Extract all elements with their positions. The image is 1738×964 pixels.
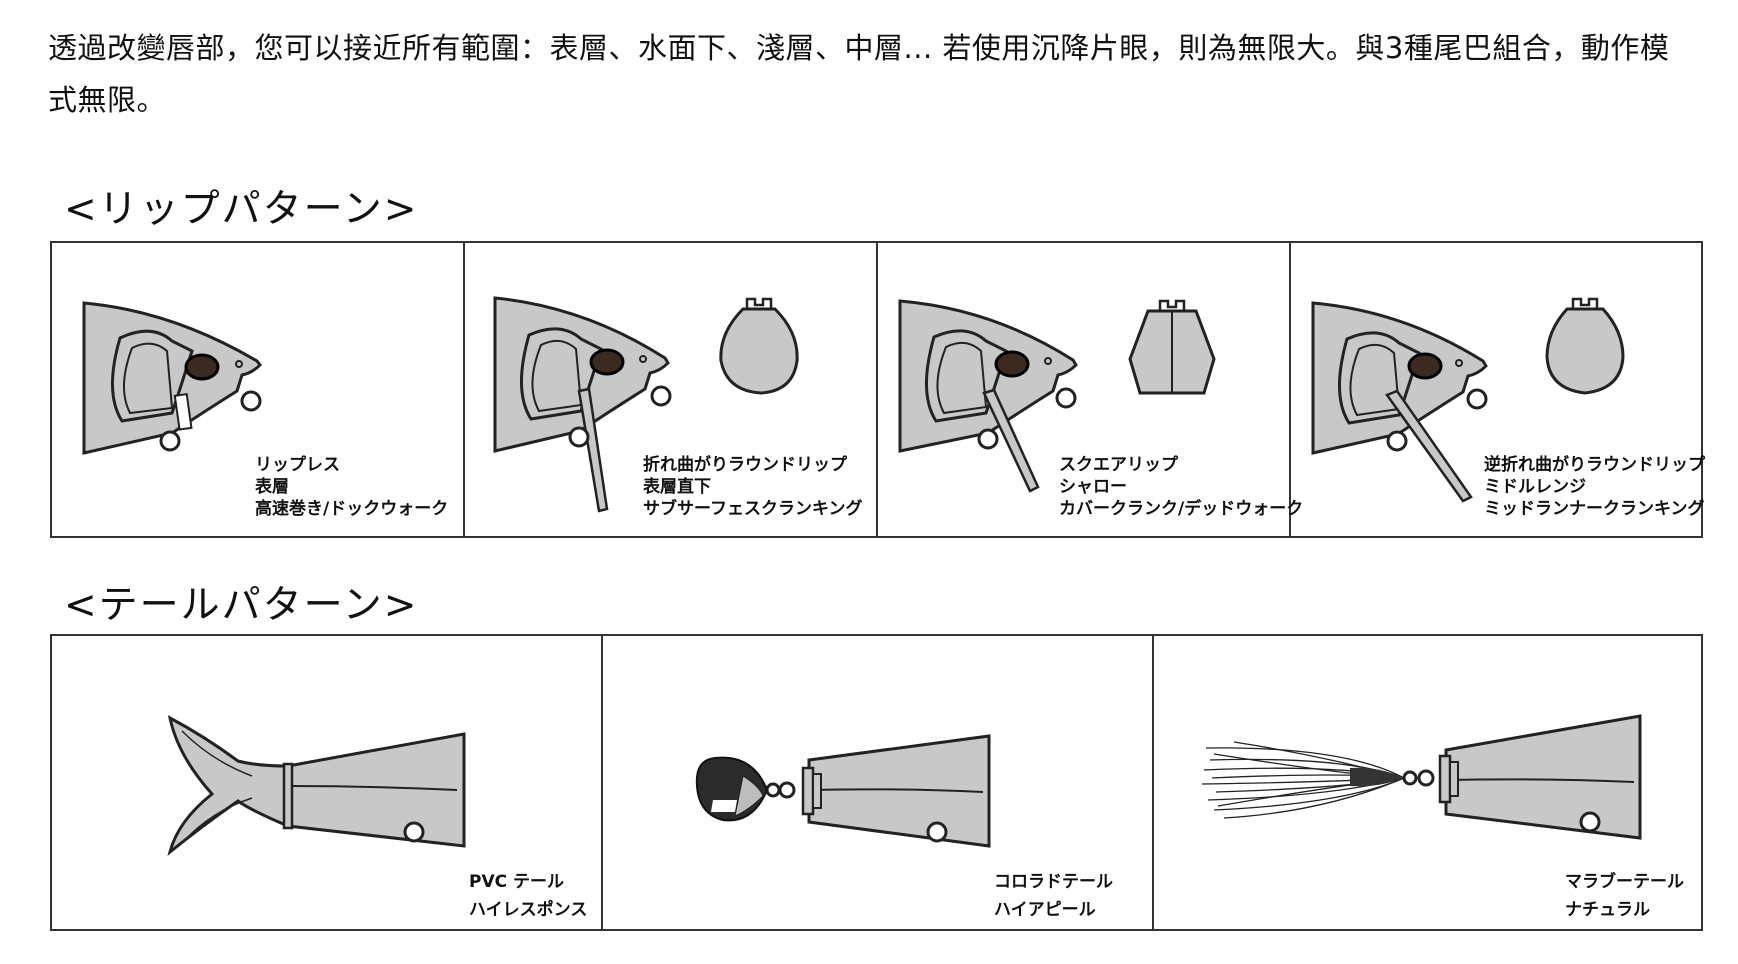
lip-pattern-title: <リップパターン> [64,187,419,232]
intro-text: 透過改變唇部，您可以接近所有範圍：表層、水面下、淺層、中層... 若使用沉降片眼… [48,31,1670,117]
tail-action: ハイアピール [994,900,1096,920]
lip-panel-square: スクエアリップ シャロー カバークランク/デッドウォーク [878,243,1303,536]
lip-panel-reverse-bent-round: 逆折れ曲がりラウンドリップ ミドルレンジ ミッドランナークランキング [1291,243,1705,536]
lip-depth: 表層 [255,477,289,497]
tail-caption: コロラドテール ハイアピール [994,868,1113,924]
lip-action: サブサーフェスクランキング [643,499,863,519]
lip-action: ミッドランナークランキング [1484,499,1705,519]
lip-caption: 逆折れ曲がりラウンドリップ ミドルレンジ ミッドランナークランキング [1484,454,1705,520]
lip-caption: スクエアリップ シャロー カバークランク/デッドウォーク [1059,454,1303,520]
lip-depth: シャロー [1059,477,1127,497]
tail-panel-marabou: マラブーテール ナチュラル [1154,636,1701,929]
reverse-bent-lip-lure-illustration [1311,297,1625,503]
tail-type: PVC テール [469,872,565,892]
pvc-tail-illustration [167,715,466,857]
tail-caption: マラブーテール ナチュラル [1565,868,1684,924]
lip-caption: リップレス 表層 高速巻き/ドックウォーク [255,454,448,520]
tail-panel-colorado: コロラドテール ハイアピール [603,636,1154,929]
tail-pattern-row: PVC テール ハイレスポンス コロラドテール ハイアピール [50,634,1703,931]
tail-type: マラブーテール [1565,872,1684,892]
tail-type: コロラドテール [994,872,1113,892]
lip-action: 高速巻き/ドックウォーク [255,499,449,519]
colorado-tail-illustration [695,734,991,848]
tail-action: ハイレスポンス [469,900,588,920]
lip-type: 逆折れ曲がりラウンドリップ [1484,455,1705,475]
lipless-lure-illustration [82,301,262,455]
bent-round-lip-lure-illustration [493,296,799,513]
lip-type: リップレス [255,455,340,475]
lip-type: 折れ曲がりラウンドリップ [643,455,847,475]
tail-action: ナチュラル [1565,900,1650,920]
lip-depth: 表層直下 [643,477,711,497]
tail-caption: PVC テール ハイレスポンス [469,868,587,924]
square-lip-lure-illustration [898,299,1216,493]
lip-panel-bent-round: 折れ曲がりラウンドリップ 表層直下 サブサーフェスクランキング [465,243,878,536]
lip-action: カバークランク/デッドウォーク [1059,499,1304,519]
tail-pattern-title: <テールパターン> [64,583,419,628]
lip-caption: 折れ曲がりラウンドリップ 表層直下 サブサーフェスクランキング [643,454,862,520]
tail-panel-pvc: PVC テール ハイレスポンス [52,636,603,929]
marabou-tail-illustration [1201,714,1642,840]
lip-type: スクエアリップ [1059,455,1178,475]
lip-depth: ミドルレンジ [1484,477,1586,497]
lip-panel-lipless: リップレス 表層 高速巻き/ドックウォーク [52,243,465,536]
lip-pattern-row: リップレス 表層 高速巻き/ドックウォーク 折れ曲がりラウンドリップ 表層直下 … [50,241,1705,538]
